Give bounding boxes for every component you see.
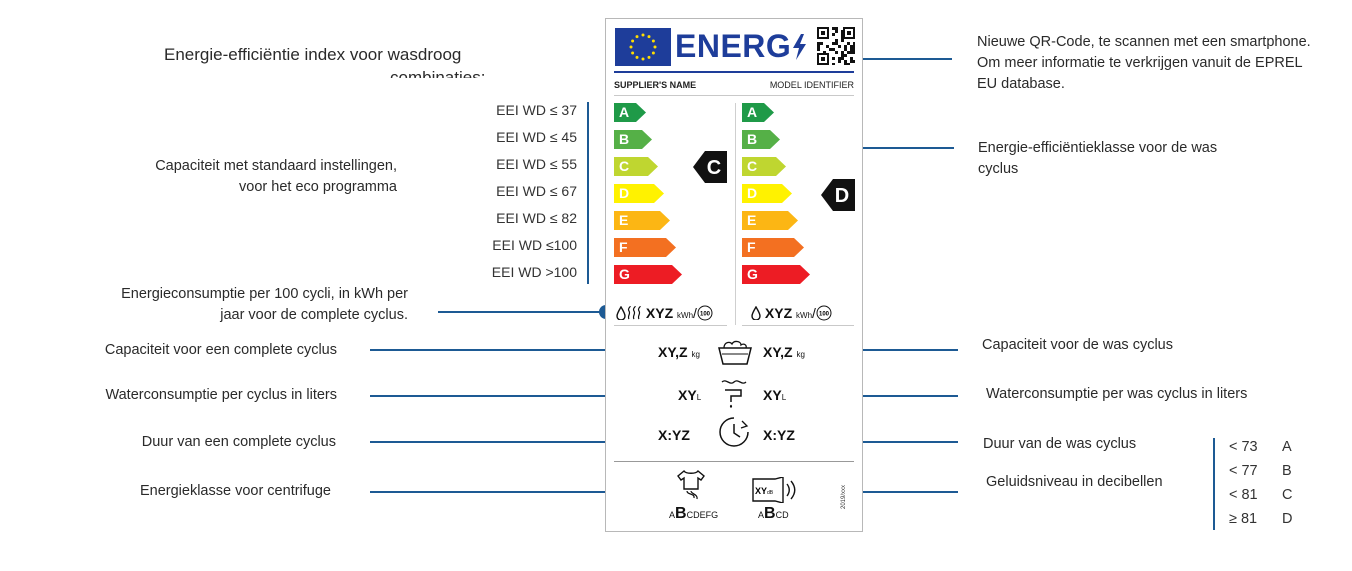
eei-threshold: EEI WD ≤ 55 (496, 156, 577, 172)
annotation-spin-class: Energieklasse voor centrifuge (139, 483, 331, 499)
annotation-capacity-wash: Capaciteit voor de was cyclus (982, 337, 1173, 353)
energy-class-arrow: A (614, 103, 646, 122)
leader-duration-wash (808, 441, 958, 443)
leader-water-wash (806, 395, 958, 397)
energy-word: ENERG (675, 28, 807, 65)
noise-class: D (1282, 511, 1293, 527)
cycles-icon: 100 (816, 305, 832, 321)
model-identifier: MODEL IDENTIFIER (769, 80, 854, 90)
eei-bracket (587, 102, 589, 284)
annotation-water-complete: Waterconsumptie per cyclus in liters (105, 387, 337, 403)
noise-table-bracket (1213, 438, 1215, 530)
class-indicator-right: D (821, 179, 855, 211)
annotation-duration-complete: Duur van een complete cyclus (141, 434, 336, 450)
header-divider (614, 95, 854, 96)
leader-qr (848, 58, 952, 60)
leader-duration-complete (370, 441, 662, 443)
water-drop-icon (616, 305, 626, 321)
supplier-name: SUPPLIER'S NAME (614, 80, 697, 90)
energy-wash-dry: XYZ kWh/100 (616, 305, 713, 321)
energy-class-arrow: F (614, 238, 676, 257)
energy-class-arrow: A (742, 103, 774, 122)
eei-threshold: EEI WD ≤ 45 (496, 129, 577, 145)
energy-class-arrow: D (614, 184, 664, 203)
annotation-water-wash: Waterconsumptie per was cyclus in liters (986, 386, 1248, 402)
energy-class-arrow: C (742, 157, 786, 176)
energy-wash: XYZ kWh/100 (751, 305, 832, 321)
annotation-capacity-complete: Capaciteit voor een complete cyclus (104, 342, 337, 358)
energy-class-arrow: G (614, 265, 682, 284)
leader-energy (438, 311, 606, 313)
eu-flag-icon (615, 28, 671, 66)
leader-water-complete (370, 395, 663, 397)
clock-icon (719, 417, 749, 447)
heat-icon (627, 305, 641, 320)
leader-spin (370, 491, 654, 493)
energy-class-arrow: B (614, 130, 652, 149)
spin-class-scale: ABCDEFG (669, 505, 719, 522)
title-line-1: Energie-efficiëntie index voor wasdroog (164, 45, 462, 64)
scale-divider (735, 103, 736, 325)
lightning-icon (793, 34, 807, 60)
annotation-duration-wash: Duur van de was cyclus (983, 436, 1137, 452)
eei-threshold: EEI WD ≤ 82 (496, 210, 577, 226)
energy-class-arrow: B (742, 130, 780, 149)
svg-text:100: 100 (700, 312, 711, 318)
eei-threshold: EEI WD ≤ 37 (496, 102, 577, 118)
title-line-2: combinaties: (390, 68, 486, 78)
water-wash: XYL (763, 387, 787, 403)
svg-text:100: 100 (819, 312, 830, 318)
energy-label: ENERG SUPPLIER'S NAME MODEL IDENTIFIER A… (605, 18, 863, 532)
noise-class-scale: ABCD (758, 505, 789, 522)
annotation-noise: Geluidsniveau in decibellen (986, 474, 1163, 490)
annotation-energy-consumption: Energieconsumptie per 100 cycli, in kWh … (121, 286, 408, 323)
energy-class-arrow: C (614, 157, 658, 176)
header-rule (614, 71, 854, 73)
capacity-wash-dry: XY,Z kg (658, 344, 700, 360)
annotation-qr-code: Nieuwe QR-Code, te scannen met een smart… (977, 34, 1311, 92)
class-indicator-left: C (693, 151, 727, 183)
cycles-icon: 100 (697, 305, 713, 321)
svg-text:dB: dB (767, 490, 774, 496)
noise-threshold: < 81 (1229, 487, 1258, 503)
energy-class-arrow: G (742, 265, 810, 284)
t-shirt-spin-icon (677, 469, 705, 500)
qr-code-icon (817, 27, 855, 65)
leader-noise (800, 491, 958, 493)
scale-bottom-divider-left (614, 325, 727, 326)
water-tap-icon (721, 380, 747, 408)
diagram-title: Energie-efficiëntie index voor wasdroog … (164, 43, 485, 78)
annotation-capacity-standard: Capaciteit met standaard instellingen, v… (155, 158, 397, 195)
svg-text:D: D (835, 185, 849, 207)
leader-energy-class (852, 147, 954, 149)
eei-threshold: EEI WD ≤ 67 (496, 183, 577, 199)
energy-class-arrow: E (742, 211, 798, 230)
annotation-energy-class: Energie-efficiëntieklasse voor de was cy… (978, 140, 1218, 177)
duration-wash-dry: X:YZ (658, 427, 690, 443)
noise-threshold: ≥ 81 (1229, 511, 1258, 527)
noise-class: A (1282, 439, 1292, 455)
eei-threshold: EEI WD >100 (491, 264, 577, 280)
leader-capacity-complete (370, 349, 650, 351)
energy-class-arrow: D (742, 184, 792, 203)
leader-capacity-wash (820, 349, 958, 351)
duration-wash: X:YZ (763, 427, 795, 443)
capacity-wash: XY,Z kg (763, 344, 805, 360)
regulation-number: 2019/xxx (841, 484, 847, 509)
svg-text:XY: XY (755, 486, 767, 496)
eei-threshold: EEI WD ≤100 (492, 237, 577, 253)
speaker-icon: XY dB (752, 477, 796, 503)
noise-class: C (1282, 487, 1293, 503)
laundry-basket-icon (718, 340, 752, 365)
bottom-divider (614, 461, 854, 462)
noise-class: B (1282, 463, 1292, 479)
svg-text:C: C (707, 157, 721, 179)
energy-class-arrow: F (742, 238, 804, 257)
noise-threshold: < 73 (1229, 439, 1258, 455)
scale-bottom-divider-right (742, 325, 854, 326)
noise-threshold: < 77 (1229, 463, 1258, 479)
energy-class-arrow: E (614, 211, 670, 230)
water-drop-icon (751, 305, 761, 321)
water-wash-dry: XYL (678, 387, 702, 403)
